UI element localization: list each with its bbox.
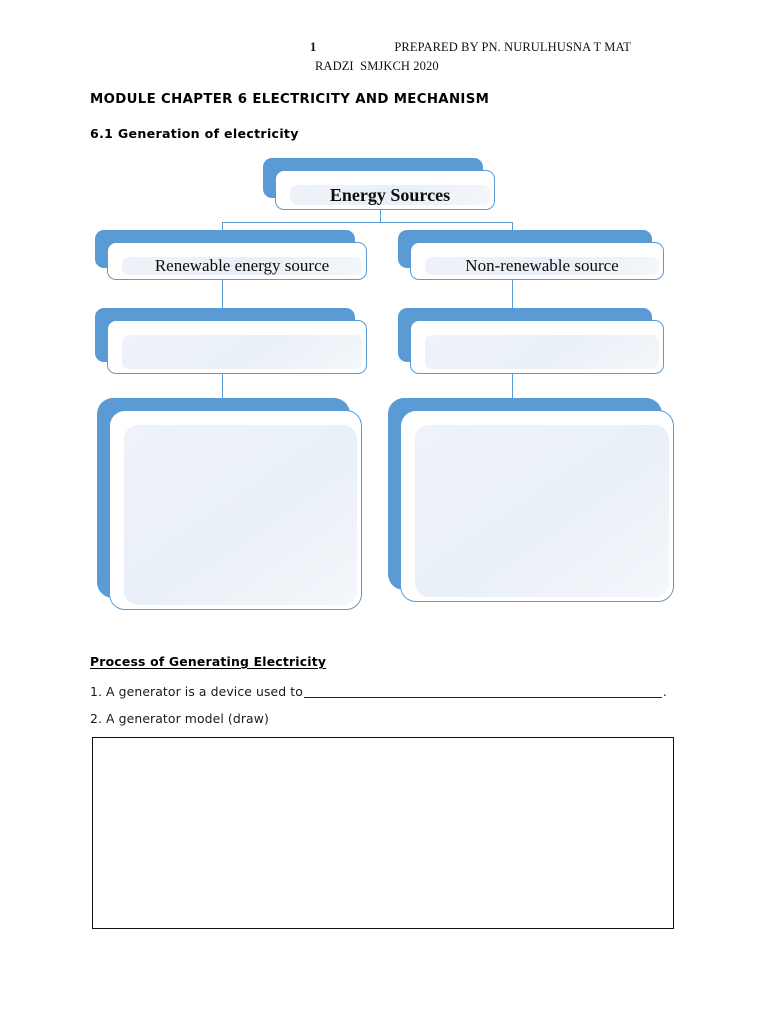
node-energy-sources: Energy Sources bbox=[263, 158, 495, 210]
node-inner bbox=[124, 425, 357, 605]
node-frame bbox=[109, 410, 362, 610]
connector-root-stem bbox=[380, 210, 381, 223]
node-inner bbox=[122, 335, 362, 369]
node-label: Renewable energy source bbox=[154, 256, 330, 275]
question-one: 1. A generator is a device used to. bbox=[90, 684, 667, 699]
prepared-by-continuation: RADZI SMJKCH 2020 bbox=[315, 59, 439, 73]
connector-root-split bbox=[222, 222, 513, 223]
energy-sources-diagram: Energy Sources Renewable energy source N… bbox=[95, 158, 674, 610]
connector-right-row3-to-row4 bbox=[512, 360, 513, 402]
answer-box-renewable-small[interactable] bbox=[95, 308, 367, 374]
page-number: 1 bbox=[310, 40, 317, 54]
answer-box-renewable-large[interactable] bbox=[97, 398, 362, 610]
node-frame bbox=[400, 410, 674, 602]
node-label: Non-renewable source bbox=[465, 256, 619, 275]
question-one-period: . bbox=[662, 684, 667, 699]
node-inner bbox=[425, 335, 659, 369]
drawing-area[interactable] bbox=[92, 737, 674, 929]
prepared-by-text: PREPARED BY PN. NURULHUSNA T MAT bbox=[394, 40, 631, 54]
node-inner: Energy Sources bbox=[290, 185, 490, 205]
answer-blank-line[interactable] bbox=[303, 697, 662, 698]
node-frame: Non-renewable source bbox=[410, 242, 664, 280]
answer-box-non-renewable-small[interactable] bbox=[398, 308, 664, 374]
connector-right-row2-to-row3 bbox=[512, 280, 513, 308]
connector-drop-left bbox=[222, 222, 223, 237]
node-inner: Non-renewable source bbox=[425, 256, 659, 275]
node-frame bbox=[107, 320, 367, 374]
connector-left-row3-to-row4 bbox=[222, 360, 223, 402]
section-title: 6.1 Generation of electricity bbox=[90, 126, 299, 141]
node-frame: Energy Sources bbox=[275, 170, 495, 210]
connector-drop-right bbox=[512, 222, 513, 237]
page-title: MODULE CHAPTER 6 ELECTRICITY AND MECHANI… bbox=[90, 92, 490, 107]
question-two: 2. A generator model (draw) bbox=[90, 711, 269, 726]
page-header: 1 PREPARED BY PN. NURULHUSNA T MAT RADZI … bbox=[310, 38, 710, 73]
connector-left-row2-to-row3 bbox=[222, 280, 223, 308]
node-label: Energy Sources bbox=[329, 184, 451, 205]
process-heading: Process of Generating Electricity bbox=[90, 654, 327, 669]
node-frame: Renewable energy source bbox=[107, 242, 367, 280]
node-inner: Renewable energy source bbox=[122, 256, 362, 275]
question-one-text: 1. A generator is a device used to bbox=[90, 684, 303, 699]
node-renewable-energy-source: Renewable energy source bbox=[95, 230, 367, 280]
header-line-one: 1 PREPARED BY PN. NURULHUSNA T MAT bbox=[310, 38, 710, 57]
node-frame bbox=[410, 320, 664, 374]
node-inner bbox=[415, 425, 669, 597]
answer-box-non-renewable-large[interactable] bbox=[388, 398, 674, 602]
node-non-renewable-source: Non-renewable source bbox=[398, 230, 664, 280]
